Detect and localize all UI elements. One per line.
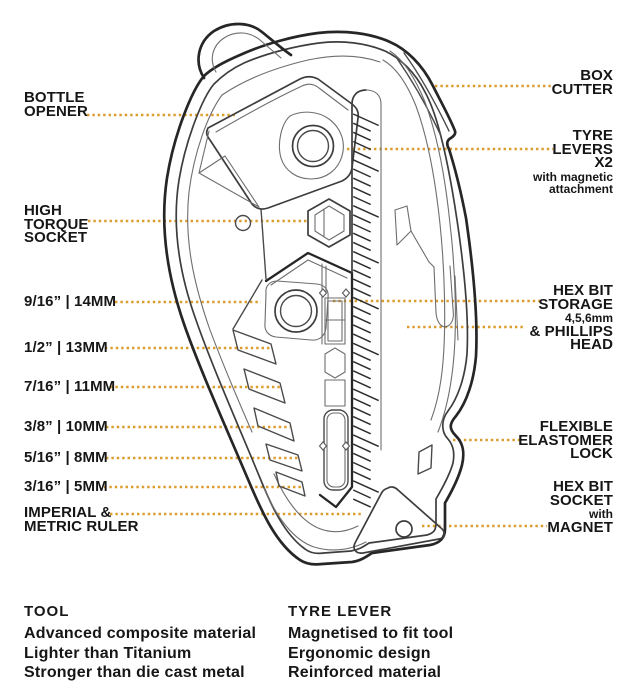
label-socket-5-16: 5/16” | 8MM — [24, 449, 108, 466]
label-socket-3-8: 3/8” | 10MM — [24, 418, 108, 435]
tyre-lever-slot — [323, 409, 349, 491]
label-high-torque-socket: HIGH TORQUE SOCKET — [24, 202, 89, 246]
label-socket-7-16: 7/16” | 11MM — [24, 378, 116, 395]
label-box-cutter: BOX CUTTER — [551, 67, 613, 98]
tyre-lever-channel — [264, 251, 354, 509]
lever-hole-diamonds — [318, 288, 351, 451]
footnote-tool-lines: Advanced composite material Lighter than… — [24, 625, 257, 681]
footnote-tyre-lever: TYRE LEVER Magnetised to fit tool Ergono… — [288, 603, 453, 683]
label-hex-bit-storage: HEX BIT STORAGE 4,5,6mm & PHILLIPS HEAD — [529, 282, 613, 353]
tyre-lever-hole — [278, 111, 344, 180]
label-flexible-elastomer-lock: FLEXIBLE ELASTOMER LOCK — [518, 418, 613, 462]
footnote-tool-heading: TOOL — [24, 603, 70, 620]
tool-body-outline — [162, 30, 478, 566]
ruler — [351, 89, 382, 508]
elastomer-lock-window — [417, 444, 433, 475]
wrench-steps — [232, 208, 306, 497]
hex-bit-storage-slots — [324, 297, 346, 345]
socket-9-16-hole — [264, 280, 329, 341]
label-bottle-opener: BOTTLE OPENER — [24, 89, 88, 120]
box-cutter-blade — [395, 52, 450, 137]
phillips-bit-slot — [428, 261, 454, 328]
label-hex-bit-socket: HEX BIT SOCKET with MAGNET — [547, 478, 613, 536]
lever-tip-flag — [394, 205, 430, 263]
footnote-tyre-lever-heading: TYRE LEVER — [288, 603, 393, 620]
footnote-tool: TOOL Advanced composite material Lighter… — [24, 603, 256, 683]
high-torque-socket-hex — [234, 198, 351, 248]
pivot-hole — [234, 214, 252, 232]
bottle-opener-panel — [198, 75, 360, 210]
magnet-hole — [395, 520, 413, 538]
right-shell-lines — [382, 50, 459, 475]
ruler-ticks — [352, 113, 380, 508]
carabiner-hook — [197, 22, 293, 80]
footnote-tyre-lever-lines: Magnetised to fit tool Ergonomic design … — [288, 625, 454, 681]
label-socket-3-16: 3/16” | 5MM — [24, 478, 108, 495]
bottle-opener-notch — [198, 155, 260, 208]
label-tyre-levers: TYRE LEVERS X2 with magnetic attachment — [532, 127, 613, 196]
label-socket-1-2: 1/2” | 13MM — [24, 339, 108, 356]
hex-bit-socket-corner — [353, 486, 445, 554]
label-imperial-metric-ruler: IMPERIAL & METRIC RULER — [24, 504, 139, 535]
label-socket-9-16: 9/16” | 14MM — [24, 293, 117, 310]
